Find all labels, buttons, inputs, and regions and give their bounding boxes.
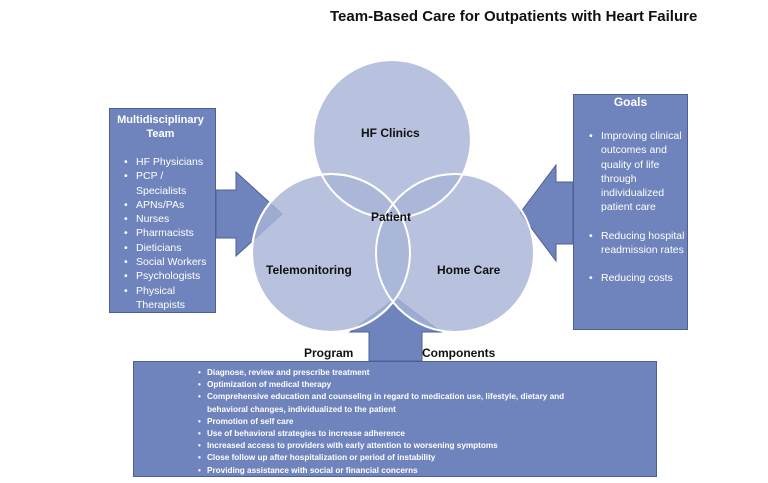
goals-list: Improving clinical outcomes and quality … [589,129,687,286]
team-list: HF Physicians PCP / Specialists APNs/PAs… [124,155,211,312]
circle-home-care [375,173,535,333]
list-item: Nurses [124,212,211,227]
diagram-title: Team-Based Care for Outpatients with Hea… [330,8,698,25]
list-item: Social Workers [124,255,211,270]
list-item: Use of behavioral strategies to increase… [198,428,656,440]
label-patient: Patient [371,210,412,224]
program-panel: Diagnose, review and prescribe treatment… [133,361,657,477]
team-header-line1: Multidisciplinary [117,114,204,126]
list-item-continued: Therapists [136,298,186,311]
goals-header: Goals [613,95,648,109]
list-item: Therapists [136,298,211,312]
list-item: Physical [124,284,211,299]
list-item: Pharmacists [124,226,211,241]
list-item: PCP / [124,169,211,184]
list-item: Close follow up after hospitalization or… [198,452,656,464]
list-item: HF Physicians [124,155,211,170]
list-item-continued: behavioral changes, individualized to th… [207,404,396,414]
components-label: Components [422,346,496,360]
team-panel: Multidisciplinary Team HF Physicians PCP… [109,108,216,313]
list-item-continued: Specialists [136,184,187,197]
list-item: Increased access to providers with early… [198,440,656,452]
list-item: APNs/PAs [124,198,211,213]
list-item: Diagnose, review and prescribe treatment [198,367,656,379]
list-item: Optimization of medical therapy [198,379,656,391]
list-item: Comprehensive education and counseling i… [198,391,656,403]
list-item: Reducing costs [589,271,687,286]
list-item: Specialists [136,184,211,198]
list-item: Psychologists [124,269,211,284]
list-item: behavioral changes, individualized to th… [207,404,656,416]
list-item: Improving clinical outcomes and quality … [589,129,687,215]
program-label: Program [304,346,354,360]
label-hf-clinics: HF Clinics [361,126,420,140]
program-list: Diagnose, review and prescribe treatment… [198,367,656,477]
list-item: Promotion of self care [198,416,656,428]
list-item: Providing assistance with social or fina… [198,465,656,477]
team-header-line2: Team [146,128,175,140]
label-telemonitoring: Telemonitoring [266,263,352,277]
goals-panel: Goals Improving clinical outcomes and qu… [573,94,688,330]
label-home-care: Home Care [437,263,501,277]
list-item: Reducing hospital readmission rates [589,229,687,258]
right-arrow [519,163,574,263]
list-item: Dieticians [124,241,211,256]
